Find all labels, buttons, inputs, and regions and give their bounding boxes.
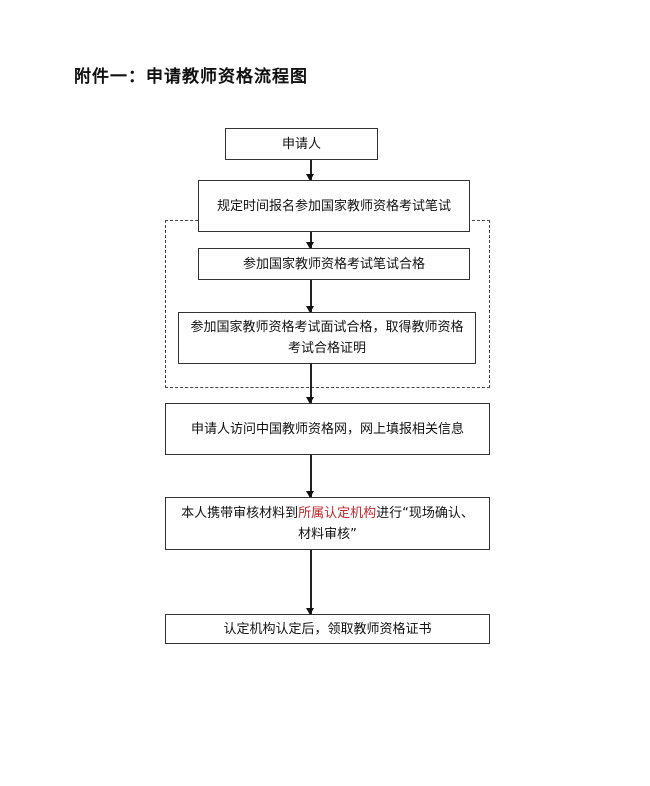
arrow-3 — [307, 280, 313, 313]
certification-authority-highlight: 所属认定机构 — [298, 505, 377, 521]
page-title: 附件一：申请教师资格流程图 — [74, 67, 308, 87]
step-applicant: 申请人 — [225, 128, 378, 160]
step-online-registration: 申请人访问中国教师资格网，网上填报相关信息 — [165, 403, 490, 455]
step-onsite-text: 本人携带审核材料到所属认定机构进行“现场确认、材料审核” — [176, 503, 479, 545]
step-register-written-exam: 规定时间报名参加国家教师资格考试笔试 — [198, 180, 470, 232]
step-pass-interview: 参加国家教师资格考试面试合格，取得教师资格考试合格证明 — [178, 312, 476, 364]
step-onsite-text-after: 进行“现场确认、材料审核” — [298, 505, 474, 542]
step-onsite-text-before: 本人携带审核材料到 — [181, 505, 299, 521]
arrow-2 — [307, 232, 313, 249]
arrow-4 — [307, 364, 313, 404]
step-onsite-confirmation: 本人携带审核材料到所属认定机构进行“现场确认、材料审核” — [165, 497, 490, 550]
arrow-6 — [307, 550, 313, 615]
step-receive-certificate: 认定机构认定后，领取教师资格证书 — [165, 614, 490, 644]
step-pass-written-exam: 参加国家教师资格考试笔试合格 — [198, 248, 470, 280]
arrow-1 — [307, 160, 313, 181]
arrow-5 — [307, 455, 313, 498]
